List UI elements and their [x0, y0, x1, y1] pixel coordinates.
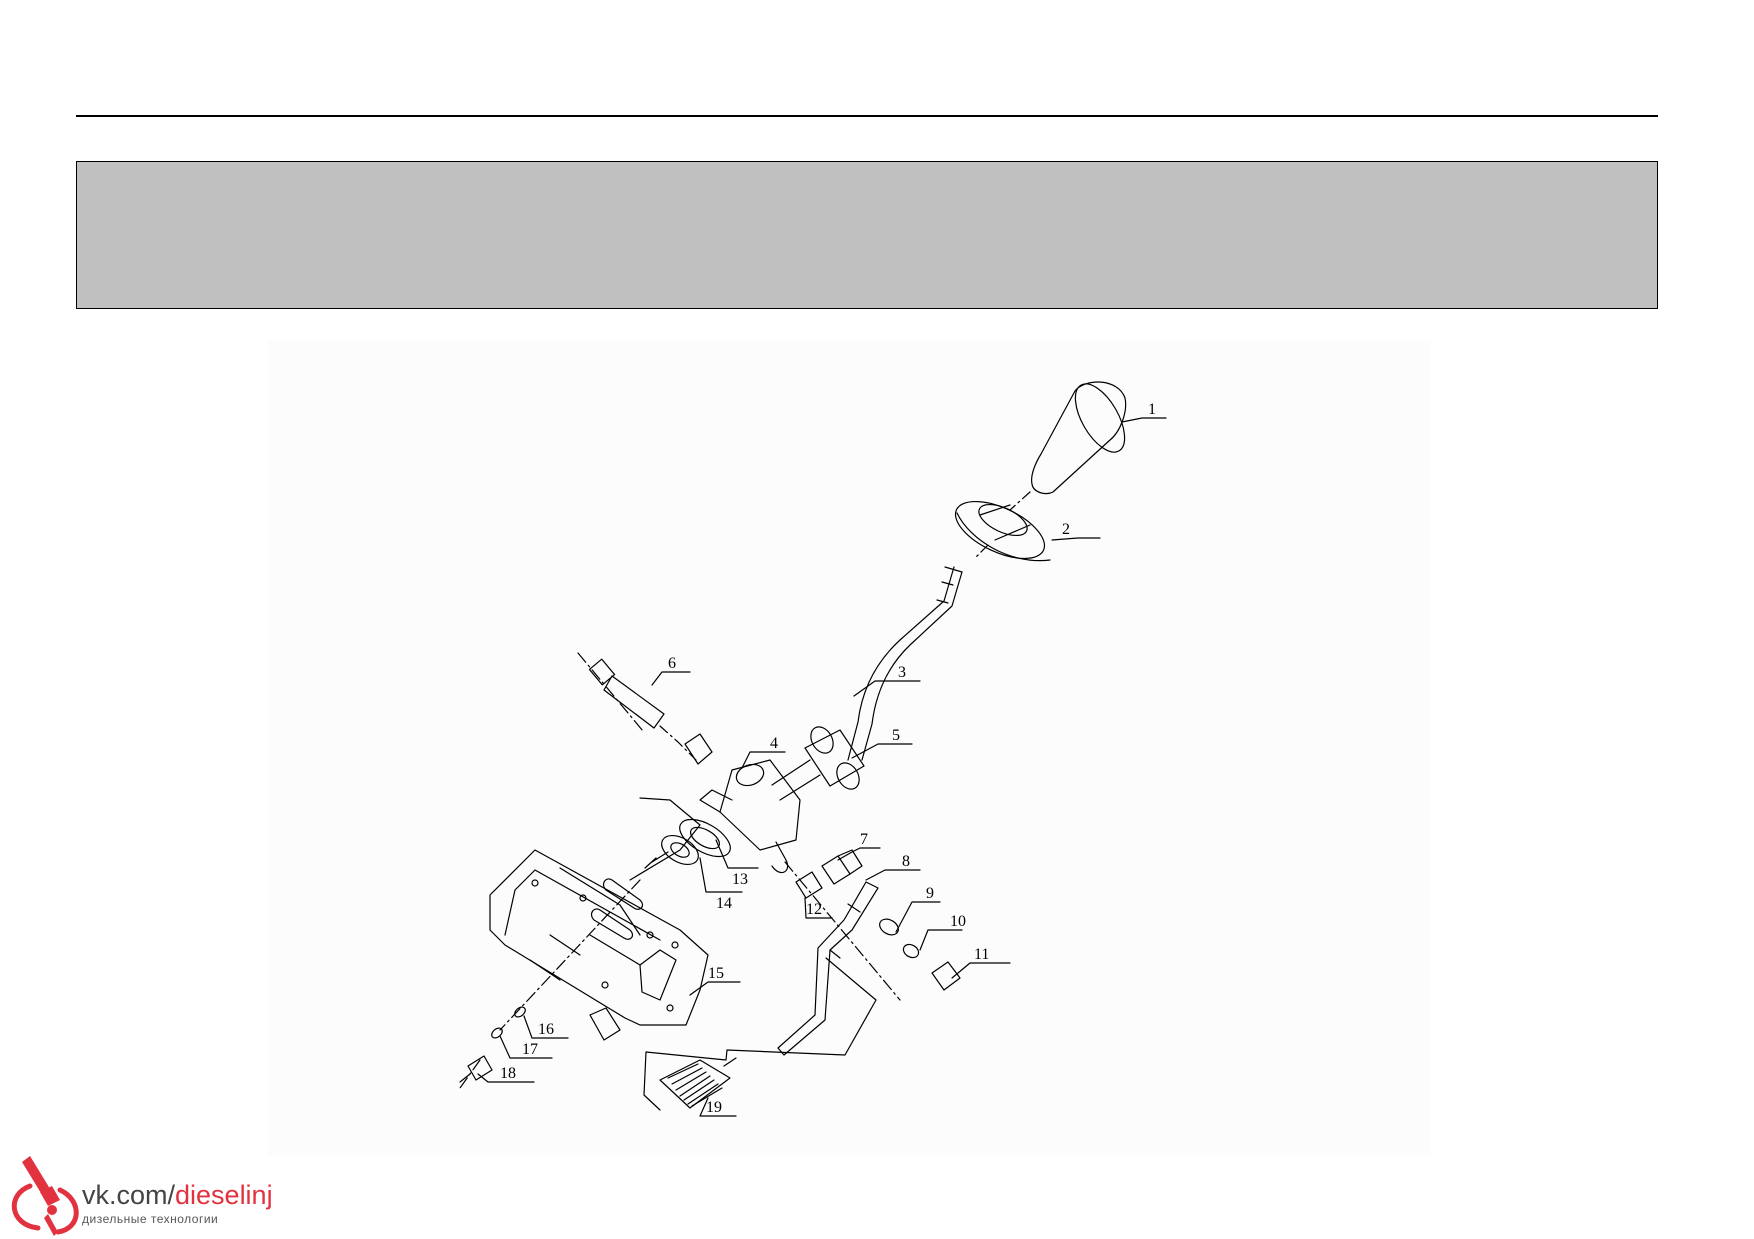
gear-shift-assembly-drawing: 1 2 3 4 5 6 7 8 9 10 11 12 13 14 15 16 1…: [459, 381, 1167, 1117]
nut-11: [931, 961, 961, 991]
part-label-16: 16: [538, 1021, 554, 1038]
part-label-14: 14: [716, 895, 732, 912]
bolt-18: [459, 1055, 493, 1083]
exploded-view-diagram: 1 2 3 4 5 6 7 8 9 10 11 12 13 14 15 16 1…: [268, 340, 1431, 1155]
watermark-url-prefix: vk.com/: [82, 1180, 176, 1210]
injector-nozzle-icon: [11, 1156, 79, 1236]
part-label-7: 7: [860, 831, 868, 848]
watermark-subtitle: дизельные технологии: [82, 1212, 219, 1226]
base-plate: [489, 797, 709, 1041]
lever-sleeve: [804, 726, 865, 790]
part-label-6: 6: [668, 655, 676, 672]
return-spring: [659, 1057, 737, 1109]
part-label-19: 19: [706, 1099, 722, 1116]
bracket-arm: [777, 881, 879, 1056]
part-label-3: 3: [898, 664, 906, 681]
washer-14: [644, 834, 699, 869]
part-label-17: 17: [522, 1041, 538, 1058]
part-label-11: 11: [974, 946, 989, 963]
watermark-url: vk.com/dieselinj: [82, 1180, 273, 1210]
header-rule: [76, 115, 1658, 117]
washer-16: [514, 1006, 526, 1018]
bushing-12: [795, 871, 823, 899]
header-banner: [76, 161, 1658, 309]
bushing-7: [821, 849, 863, 885]
part-label-1: 1: [1148, 401, 1156, 418]
part-label-10: 10: [950, 913, 966, 930]
washer-9: [879, 918, 899, 936]
pivot-pin: [577, 652, 713, 765]
part-label-8: 8: [902, 853, 910, 870]
washer-10: [902, 943, 920, 959]
part-label-4: 4: [770, 735, 778, 752]
part-label-5: 5: [892, 727, 900, 744]
part-label-12: 12: [806, 901, 822, 918]
part-label-18: 18: [500, 1065, 516, 1082]
part-label-15: 15: [708, 965, 724, 982]
watermark-url-accent: dieselinj: [175, 1180, 273, 1210]
shift-lever: [847, 566, 963, 761]
part-label-13: 13: [732, 871, 748, 888]
shift-knob: [1031, 381, 1127, 495]
shift-boot: [954, 500, 1051, 562]
lever-housing: [699, 759, 821, 874]
part-label-2: 2: [1062, 521, 1070, 538]
part-label-9: 9: [926, 885, 934, 902]
